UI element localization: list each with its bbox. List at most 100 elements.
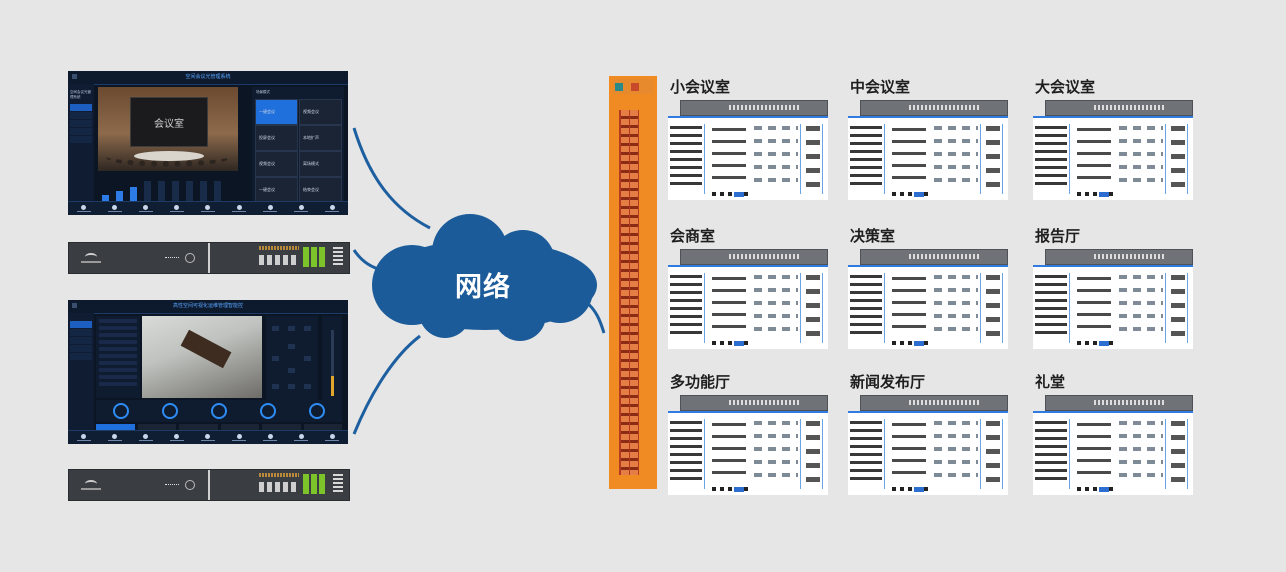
nav-users-icon[interactable] [292,205,310,212]
list-item[interactable] [99,340,137,344]
level-bar[interactable] [102,195,109,201]
sidebar-item[interactable] [70,329,92,336]
room-card[interactable]: 决策室 [848,225,1008,349]
pad-key[interactable] [288,344,295,349]
level-bar[interactable] [200,181,207,201]
panel-title: 空间会议光管理系统 [185,74,231,80]
scene-button[interactable] [303,424,342,432]
level-bar[interactable] [116,191,123,201]
list-item[interactable] [99,361,137,365]
nav-video-icon[interactable] [168,205,186,212]
nav-display-icon[interactable] [261,434,279,441]
sidebar-item[interactable] [70,104,92,111]
nav-light-icon[interactable] [199,205,217,212]
nav-video-icon[interactable] [168,434,186,441]
hdmi-ports [259,482,299,492]
scene-button[interactable]: 投屏会议 [255,125,298,151]
menu-icon[interactable] [72,303,77,308]
nav-matrix-icon[interactable] [137,434,155,441]
terminal-blocks [303,247,325,267]
scene-button[interactable] [220,424,259,432]
list-item[interactable] [99,347,137,351]
list-item[interactable] [99,326,137,330]
pad-key[interactable] [272,356,279,361]
pad-key[interactable] [288,368,295,373]
sidebar-item[interactable] [70,128,92,135]
nav-speaker-icon[interactable] [75,434,93,441]
list-item[interactable] [99,333,137,337]
pad-key[interactable] [304,326,311,331]
pad-key[interactable] [288,326,295,331]
room-schematic [668,411,828,495]
list-item[interactable] [99,368,137,372]
scene-button[interactable]: 一键会议 [255,99,298,125]
volume-slider[interactable] [322,316,342,400]
nav-settings-icon[interactable] [323,434,341,441]
room-card[interactable]: 新闻发布厅 [848,371,1008,495]
indicator-leds [165,484,179,486]
scene-button[interactable] [96,424,135,432]
level-bar[interactable] [144,181,151,201]
room-card[interactable]: 会商室 [668,225,828,349]
sidebar-item[interactable] [70,136,92,143]
pad-key[interactable] [272,384,279,389]
nav-climate-icon[interactable] [230,205,248,212]
relay-terminals [333,247,343,267]
level-bar[interactable] [158,181,165,201]
menu-icon[interactable] [72,74,77,79]
pad-key[interactable] [304,384,311,389]
room-table [180,329,232,369]
scene-button[interactable] [137,424,176,432]
list-item[interactable] [99,382,137,386]
room-card[interactable]: 大会议室 [1033,76,1193,200]
list-item[interactable] [99,354,137,358]
sidebar-item[interactable] [70,120,92,127]
scene-button[interactable]: 本地扩声 [299,125,342,151]
nav-settings-icon[interactable] [323,205,341,212]
scene-button[interactable] [262,424,301,432]
nav-climate-icon[interactable] [230,434,248,441]
room-card[interactable]: 小会议室 [668,76,828,200]
list-item[interactable] [99,319,137,323]
scene-button[interactable]: 视频会议 [255,151,298,177]
level-bar[interactable] [214,181,221,201]
room-schematic [668,116,828,200]
nav-speaker-icon[interactable] [75,205,93,212]
room-schematic [848,411,1008,495]
nav-display-icon[interactable] [261,205,279,212]
sidebar-item[interactable] [70,112,92,119]
pad-key[interactable] [288,384,295,389]
nav-matrix-icon[interactable] [137,205,155,212]
scene-button[interactable]: 视频会议 [299,99,342,125]
room-card[interactable]: 报告厅 [1033,225,1193,349]
pad-key[interactable] [272,326,279,331]
network-cloud [372,214,597,341]
nav-camera-icon[interactable] [106,434,124,441]
link-bottom-panel [352,334,421,435]
sidebar-item[interactable] [70,337,92,344]
room-card[interactable]: 礼堂 [1033,371,1193,495]
room-card[interactable]: 中会议室 [848,76,1008,200]
power-knob [185,480,195,490]
level-bar[interactable] [186,181,193,201]
list-item[interactable] [99,375,137,379]
nav-camera-icon[interactable] [106,205,124,212]
level-bar[interactable] [130,187,137,201]
scene-button[interactable]: 一键会议 [255,177,298,203]
scene-button[interactable] [179,424,218,432]
nav-users-icon[interactable] [292,434,310,441]
sidebar-item[interactable] [70,353,92,360]
room-card[interactable]: 多功能厅 [668,371,828,495]
nav-light-icon[interactable] [199,434,217,441]
camera-feed[interactable] [142,316,262,398]
scene-button[interactable]: 离场模式 [299,151,342,177]
level-bars [98,175,238,201]
ptz-pad [266,316,318,400]
level-bar[interactable] [172,181,179,201]
sidebar-item[interactable] [70,345,92,352]
sidebar-item[interactable] [70,321,92,328]
scene-tiles [96,424,342,432]
room-schematic [1033,411,1193,495]
scene-button[interactable]: 结束会议 [299,177,342,203]
pad-key[interactable] [304,356,311,361]
